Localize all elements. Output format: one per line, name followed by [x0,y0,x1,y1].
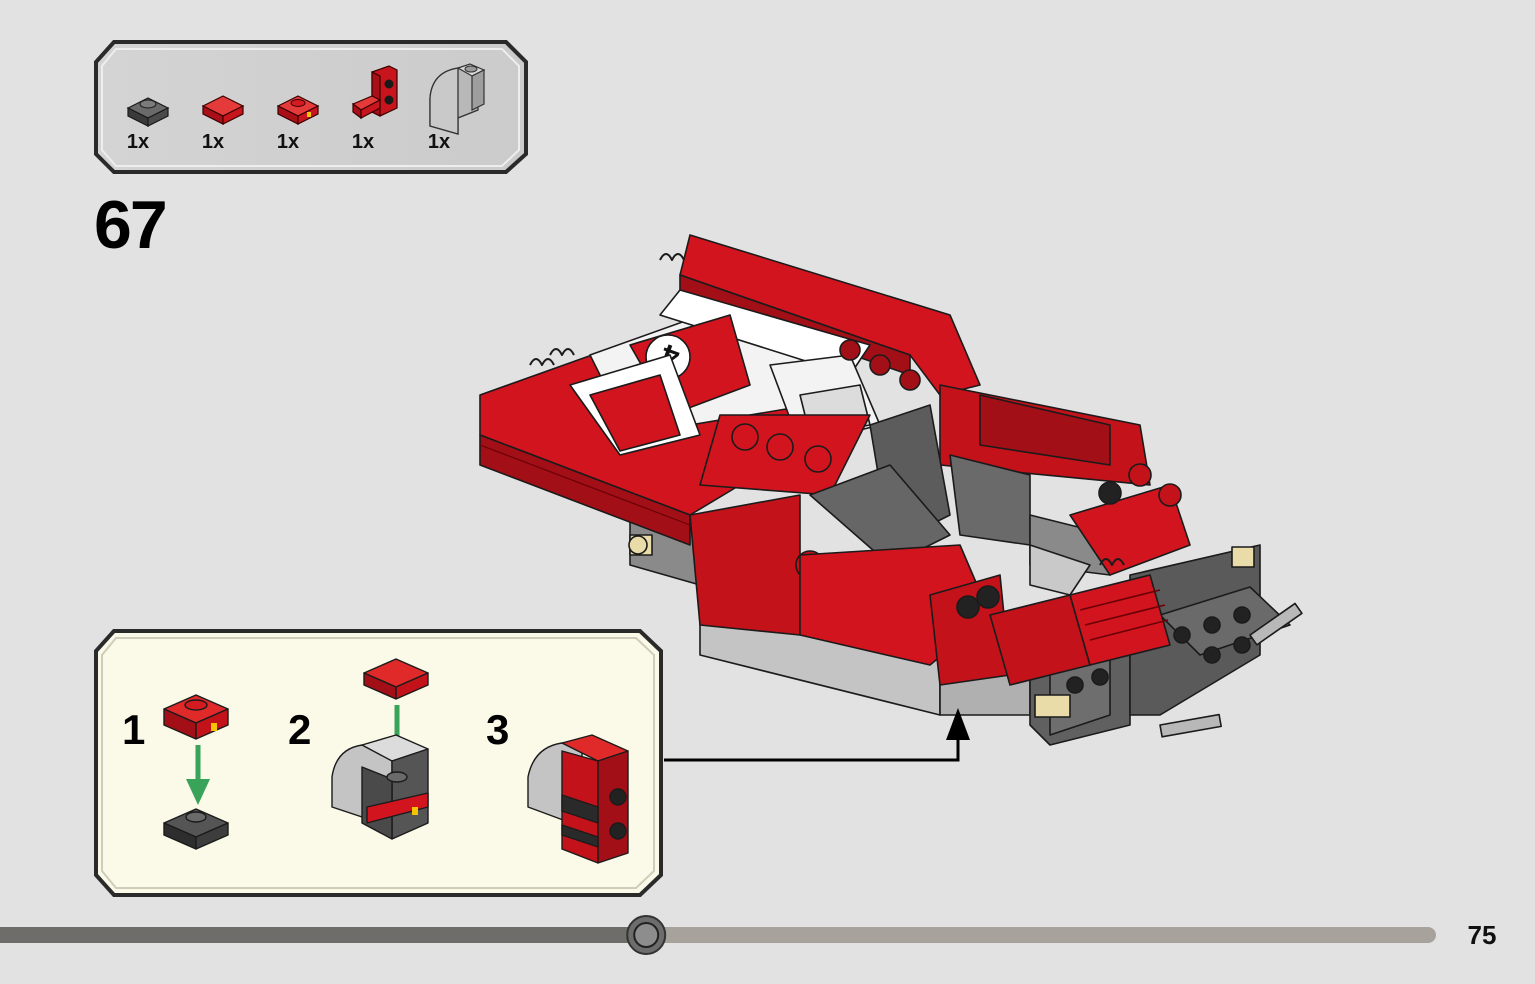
dark-gray-round-plate-icon [126,97,170,127]
light-gray-curved-slope-icon [429,63,486,135]
red-plate-printed-icon [276,95,320,125]
parts-list-box [94,40,528,174]
part-quantity: 1x [427,131,451,153]
sub-step-1-illustration [163,694,229,850]
sub-step-3-illustration [527,734,629,864]
sub-step-number: 2 [288,706,312,753]
sub-step-2-illustration [331,658,429,840]
part-quantity: 1x [126,131,150,153]
model-illustration: 4 [479,234,1303,746]
progress-knob [626,915,667,955]
sub-step-number: 1 [122,706,146,753]
step-number: 67 [94,187,168,263]
part-quantity: 1x [351,131,375,153]
part-quantity: 1x [276,131,300,153]
sub-assembly-box [94,629,663,897]
callout-connector-arrow [664,708,970,762]
page-progress-bar [0,915,1436,955]
red-tile-icon [201,95,245,125]
sub-step-number: 3 [486,706,510,753]
part-quantity: 1x [201,131,225,153]
page-number: 75 [1467,920,1497,950]
red-bracket-icon [351,65,398,120]
